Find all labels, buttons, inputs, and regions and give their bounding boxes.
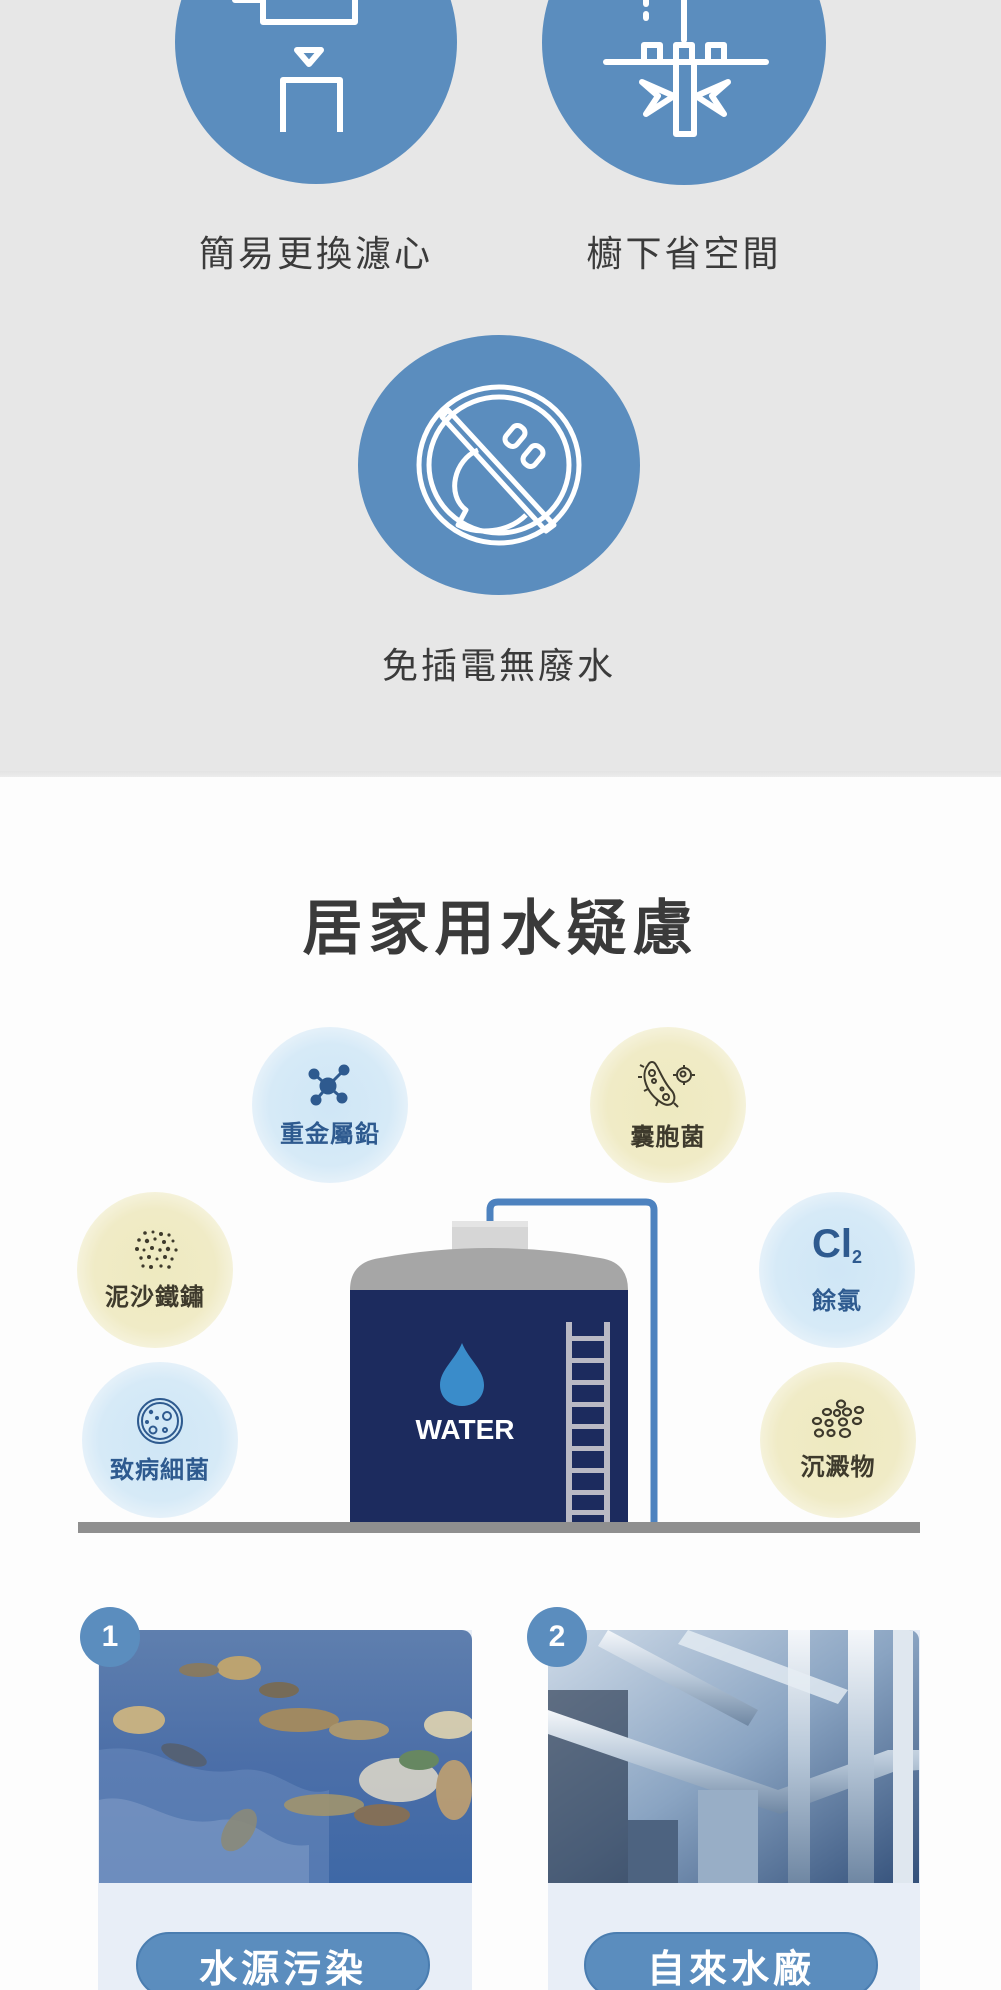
- water-plant-photo: [548, 1630, 919, 1883]
- feature-circle-filter: [175, 0, 457, 184]
- feature-circle-no-plug: [358, 335, 640, 595]
- bacteria-icon: [638, 1060, 695, 1108]
- source-badge-2: 2: [527, 1607, 587, 1667]
- ground-line: [78, 1522, 920, 1533]
- tank-label: WATER: [415, 1414, 515, 1445]
- concerns-heading: 居家用水疑慮: [302, 894, 699, 964]
- source-pill-2[interactable]: 自來水廠: [584, 1932, 878, 1990]
- no-plug-icon: [416, 384, 582, 546]
- concern-bubble-lead: 重金屬鉛: [252, 1027, 408, 1183]
- particles-icon: [811, 1398, 865, 1438]
- concern-label-lead: 重金屬鉛: [280, 1119, 380, 1148]
- feature-label-no-plug: 免插電無廢水: [381, 646, 616, 687]
- molecule-icon: [308, 1064, 350, 1105]
- under-sink-icon: [603, 0, 769, 137]
- feature-label-under-sink: 櫥下省空間: [586, 234, 782, 275]
- concern-bubble-cyst: 囊胞菌: [590, 1027, 746, 1183]
- concern-label-pathogen: 致病細菌: [110, 1455, 210, 1484]
- concern-label-silt: 泥沙鐵鏽: [105, 1282, 205, 1311]
- petri-dish-icon: [137, 1397, 183, 1444]
- filter-replace-icon: [232, 0, 358, 132]
- feature-circle-under-sink: [542, 0, 826, 185]
- concern-label-sediment: 沉澱物: [800, 1452, 876, 1481]
- concern-bubble-chlorine: Cl2 餘氯: [759, 1192, 915, 1348]
- source-pill-1[interactable]: 水源污染: [136, 1932, 430, 1990]
- feature-label-filter: 簡易更換濾心: [198, 234, 433, 275]
- concern-label-cyst: 囊胞菌: [630, 1122, 706, 1151]
- concern-label-chlorine: 餘氯: [812, 1287, 862, 1315]
- concern-bubble-pathogen: 致病細菌: [82, 1362, 238, 1518]
- concern-bubble-sediment: 沉澱物: [760, 1362, 916, 1518]
- sediment-dots-icon: [135, 1230, 178, 1269]
- chlorine-icon: Cl2: [811, 1222, 862, 1267]
- source-badge-1: 1: [80, 1607, 140, 1667]
- polluted-water-photo: [99, 1630, 472, 1883]
- concern-bubble-silt: 泥沙鐵鏽: [77, 1192, 233, 1348]
